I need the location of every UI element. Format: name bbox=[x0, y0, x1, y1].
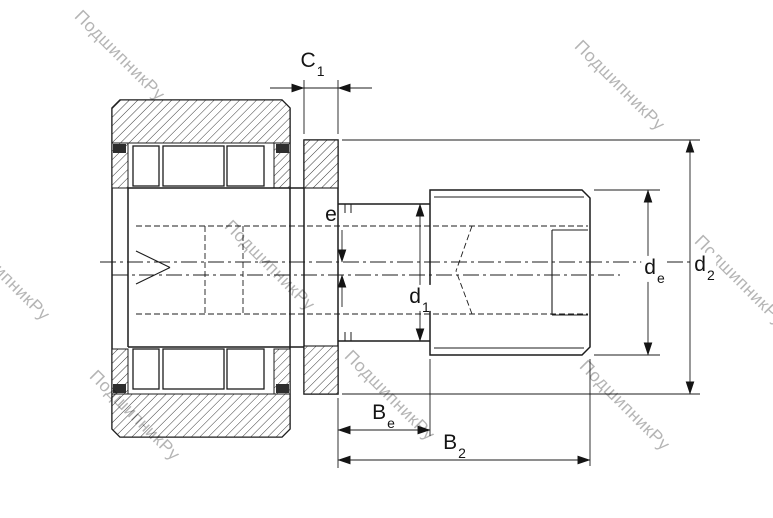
needle-rollers bbox=[132, 145, 265, 390]
dim-d2 bbox=[342, 139, 700, 395]
stud-head bbox=[127, 187, 304, 348]
stud-shaft-d1 bbox=[338, 203, 430, 342]
hatch-collar-top bbox=[303, 139, 339, 189]
seal-lips bbox=[113, 144, 289, 393]
flange-collar bbox=[303, 139, 339, 395]
dim-c1 bbox=[270, 80, 372, 134]
hatch-outer-ring-top bbox=[111, 99, 291, 144]
thread-section-de bbox=[429, 189, 591, 356]
hatch-outer-ring-bottom bbox=[111, 393, 291, 438]
hatch-collar-bottom bbox=[303, 345, 339, 395]
dim-b2 bbox=[337, 359, 591, 466]
hidden-detail-lines bbox=[136, 225, 588, 315]
side-washers bbox=[111, 142, 291, 395]
centerlines bbox=[100, 261, 706, 276]
center-drill-cone bbox=[135, 250, 171, 268]
